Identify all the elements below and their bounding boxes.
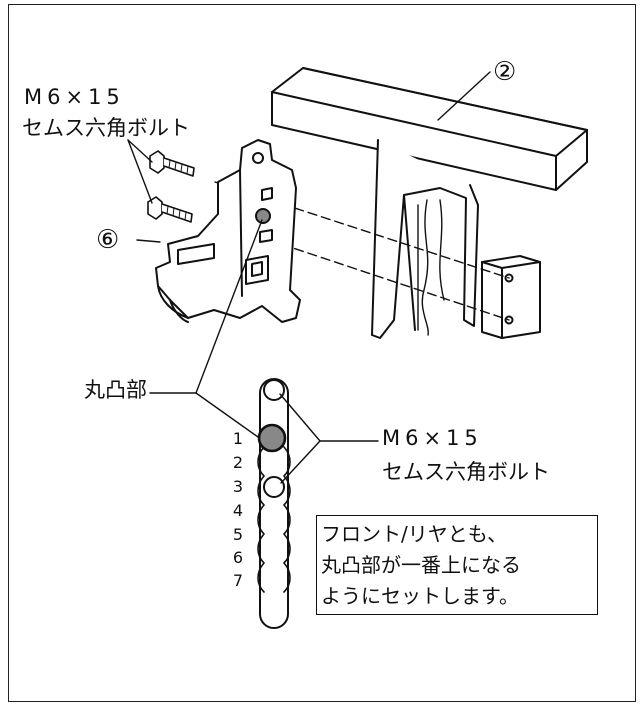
bolt-label-right-name: セムス六角ボルト [382,460,550,484]
bolt-label-right-spec: M6×15 [382,426,483,450]
slot-detail [257,378,291,629]
stand-bracket [155,139,301,323]
position-number: 1 [232,429,244,448]
position-number: 2 [232,453,244,472]
note-box: フロント/リヤとも、 丸凸部が一番上になる ようにセットします。 [316,515,598,615]
note-line: ようにセットします。 [321,584,519,608]
part-number-6: ⑥ [96,225,120,255]
position-number: 5 [232,525,244,544]
figure-frame [8,4,636,702]
boss-in-slot [257,423,287,453]
bolt-label-top-spec: M6×15 [24,85,125,109]
boss-label: 丸凸部 [84,378,147,402]
bolt-label-top-name: セムス六角ボルト [22,116,190,140]
position-number: 7 [232,571,244,590]
part-number-2: ② [493,57,517,87]
note-line: 丸凸部が一番上になる [321,553,521,577]
position-number: 6 [232,548,244,567]
position-number: 4 [232,501,244,520]
bolt-upper [149,150,195,177]
seat-board [271,67,588,191]
boss-on-bracket [255,208,271,224]
mounting-plate [481,255,541,339]
bolt-lower [147,196,193,223]
position-number: 3 [232,477,244,496]
note-line: フロント/リヤとも、 [321,522,508,546]
seat-post-bracket [371,139,479,339]
